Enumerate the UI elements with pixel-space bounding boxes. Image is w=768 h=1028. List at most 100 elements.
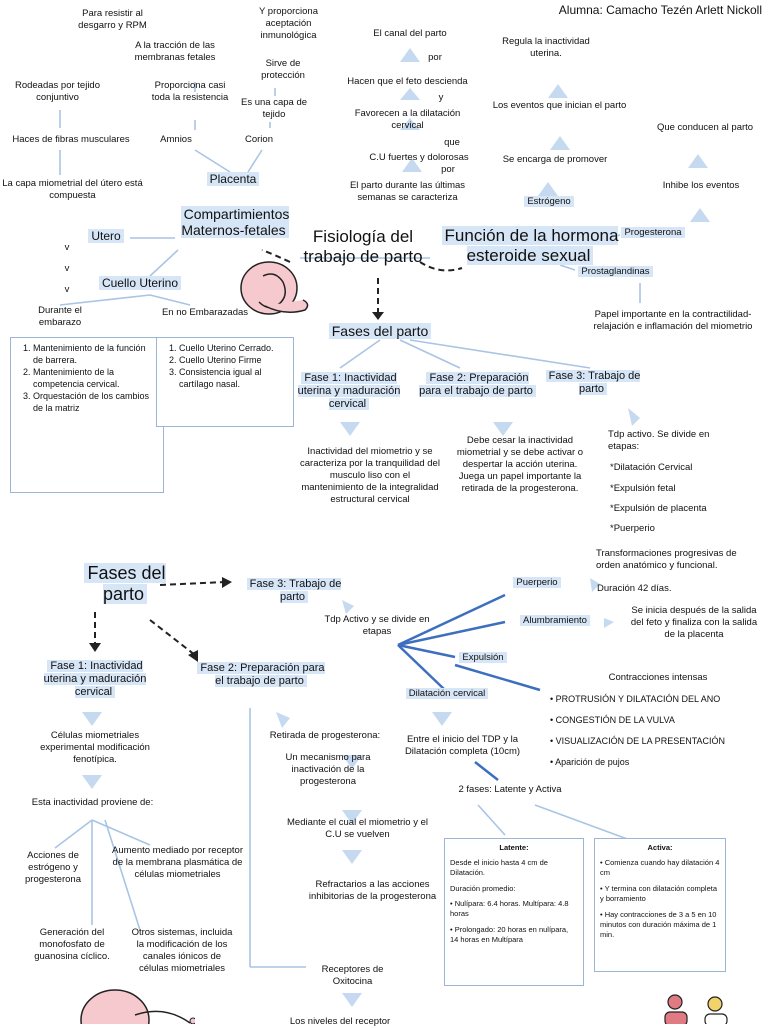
estrogeno-desc-2: Los eventos que inician el parto bbox=[492, 100, 627, 111]
alumbramiento-node: Alumbramiento bbox=[520, 615, 590, 626]
funcion-title: Función de la hormona esteroide sexual bbox=[441, 226, 619, 265]
parto-por-2: por bbox=[428, 52, 442, 63]
fase3-top: Fase 3: Trabajo de parto bbox=[545, 370, 641, 395]
latente-desc-2: Duración promedio: bbox=[450, 884, 516, 893]
fases-title-top: Fases del parto bbox=[328, 323, 432, 339]
parto-chain-5: El canal del parto bbox=[373, 28, 447, 39]
estrogeno-desc-1: Se encarga de promover bbox=[502, 154, 608, 165]
amnios-desc-2: A la tracción de las membranas fetales bbox=[134, 40, 216, 63]
amnios-desc-1: Proporciona casi toda la resistencia bbox=[151, 80, 229, 103]
fase2-bottom-desc-2: Un mecanismo para inactivación de la pro… bbox=[285, 752, 371, 787]
dilatacion-desc-2: 2 fases: Latente y Activa bbox=[458, 784, 562, 795]
latente-desc-1: Desde el inicio hasta 4 cm de Dilatación… bbox=[450, 858, 548, 877]
fases-title-bottom: Fases del parto bbox=[84, 563, 166, 604]
parto-chain-2: C.U fuertes y dolorosas bbox=[369, 152, 469, 163]
corion-desc-3: Y proporciona aceptación inmunológica bbox=[259, 6, 318, 41]
fase2-bottom-desc-6: Los niveles del receptor bbox=[289, 1016, 391, 1027]
amnios-node: Amnios bbox=[160, 134, 192, 145]
v-mark-3: v bbox=[64, 284, 70, 295]
latente-box: Latente: Desde el inicio hasta 4 cm de D… bbox=[444, 838, 584, 986]
progesterona-desc-1: Inhibe los eventos bbox=[662, 180, 740, 191]
fase1-top-desc: Inactividad del miometrio y se caracteri… bbox=[300, 446, 440, 505]
no-embarazadas-list: Cuello Uterino Cerrado. Cuello Uterino F… bbox=[163, 342, 287, 390]
dilatacion-desc-1: Entre el inicio del TDP y la Dilatación … bbox=[404, 734, 521, 757]
alumbramiento-desc: Se inicia después de la salida del feto … bbox=[630, 605, 758, 640]
fase2-bottom-desc-3: Mediante el cual el miometrio y el C.U s… bbox=[287, 817, 428, 840]
fase1-bottom-desc-3: Acciones de estrógeno y progesterona bbox=[25, 850, 81, 885]
fase3-item: *Dilatación Cervical bbox=[610, 462, 693, 473]
expulsion-item-text: Aparición de pujos bbox=[555, 757, 630, 767]
corion-desc-1: Es una capa de tejido bbox=[240, 97, 308, 120]
fase1-bottom: Fase 1: Inactividad uterina y maduración… bbox=[43, 660, 147, 698]
durante-list: Mantenimiento de la función de barrera. … bbox=[17, 342, 157, 414]
prostaglandinas-node: Prostaglandinas bbox=[578, 266, 653, 277]
fase1-bottom-desc-6: Otros sistemas, incluida la modificación… bbox=[131, 927, 233, 974]
fase2-top: Fase 2: Preparación para el trabajo de p… bbox=[419, 372, 536, 397]
expulsion-node: Expulsión bbox=[459, 652, 507, 663]
fase2-bottom-desc-4: Refractarios a las acciones inhibitorias… bbox=[308, 879, 437, 902]
fase2-top-desc: Debe cesar la inactividad miometrial y s… bbox=[456, 435, 584, 494]
durante-item: Mantenimiento de la competencia cervical… bbox=[33, 366, 157, 390]
expulsion-item-text: CONGESTIÓN DE LA VULVA bbox=[555, 715, 675, 725]
expulsion-desc: Contracciones intensas bbox=[608, 672, 708, 683]
parto-chain-4: Hacen que el feto descienda bbox=[347, 76, 468, 87]
fase2-bottom-desc-1: Retirada de progesterona: bbox=[269, 730, 381, 741]
activa-desc-3: • Hay contracciones de 3 a 5 en 10 minut… bbox=[600, 910, 717, 939]
latente-desc-4: • Prolongado: 20 horas en nulípara, 14 h… bbox=[450, 925, 569, 944]
fase1-top: Fase 1: Inactividad uterina y maduración… bbox=[297, 372, 401, 410]
puerperio-node: Puerperio bbox=[513, 577, 561, 588]
utero-desc-1: La capa miometrial del útero está compue… bbox=[2, 178, 143, 201]
fase1-bottom-desc-1: Células miometriales experimental modifi… bbox=[40, 730, 150, 765]
parto-por-1: por bbox=[441, 164, 455, 175]
expulsion-item: • VISUALIZACIÓN DE LA PRESENTACIÓN bbox=[550, 736, 726, 746]
estrogeno-node: Estrógeno bbox=[524, 196, 574, 207]
fase3-top-desc: Tdp activo. Se divide en etapas: bbox=[608, 429, 710, 452]
no-embarazadas-box: Cuello Uterino Cerrado. Cuello Uterino F… bbox=[156, 337, 294, 427]
fase3-item: *Expulsión de placenta bbox=[610, 503, 707, 514]
utero-desc-2: Haces de fibras musculares bbox=[12, 134, 130, 145]
dilatacion-node: Dilatación cervical bbox=[405, 688, 489, 699]
family-illustration bbox=[664, 994, 728, 1024]
fase1-bottom-desc-5: Generación del monofosfato de guanosina … bbox=[34, 927, 110, 962]
progesterona-node: Progesterona bbox=[621, 227, 685, 238]
compartimientos-title: Compartimientos Maternos-fetales bbox=[180, 206, 290, 238]
fase3-item: *Puerperio bbox=[610, 523, 655, 534]
utero-node: Utero bbox=[88, 229, 124, 243]
activa-desc-1: • Comienza cuando hay dilatación 4 cm bbox=[600, 858, 720, 877]
parto-chain-1: El parto durante las últimas semanas se … bbox=[349, 180, 466, 203]
activa-box: Activa: • Comienza cuando hay dilatación… bbox=[594, 838, 726, 972]
expulsion-item: • CONGESTIÓN DE LA VULVA bbox=[550, 715, 675, 725]
expulsion-item: • Aparición de pujos bbox=[550, 757, 630, 767]
latente-desc-3: • Nulípara: 6.4 horas. Multípara: 4.8 ho… bbox=[450, 899, 569, 918]
baby-head-illustration bbox=[80, 989, 195, 1024]
progesterona-desc-2: Que conducen al parto bbox=[656, 122, 754, 133]
puerperio-desc-2: Duración 42 días. bbox=[597, 583, 672, 594]
estrogeno-desc-3: Regula la inactividad uterina. bbox=[502, 36, 590, 59]
fase2-bottom-desc-5: Receptores de Oxitocina bbox=[321, 964, 384, 987]
durante-item: Orquestación de los cambios de la matriz bbox=[33, 390, 157, 414]
durante-item: Mantenimiento de la función de barrera. bbox=[33, 342, 157, 366]
corion-node: Corion bbox=[245, 134, 273, 145]
amnios-desc-3: Para resistir al desgarro y RPM bbox=[78, 8, 147, 31]
no-emb-item: Cuello Uterino Cerrado. bbox=[179, 342, 287, 354]
fase3-item: *Expulsión fetal bbox=[610, 483, 676, 494]
latente-title: Latente: bbox=[499, 843, 529, 852]
parto-que: que bbox=[444, 137, 460, 148]
no-emb-item: Consistencia igual al cartílago nasal. bbox=[179, 366, 287, 390]
v-mark-1: v bbox=[64, 242, 70, 253]
cuello-node: Cuello Uterino bbox=[98, 276, 182, 290]
parto-chain-3: Favorecen a la dilatación cervical bbox=[354, 108, 461, 131]
expulsion-item-text: PROTRUSIÓN Y DILATACIÓN DEL ANO bbox=[555, 694, 721, 704]
placenta-node: Placenta bbox=[206, 172, 260, 186]
v-mark-2: v bbox=[64, 263, 70, 274]
fase2-bottom: Fase 2: Preparación para el trabajo de p… bbox=[197, 662, 325, 687]
durante-label: Durante el embarazo bbox=[38, 305, 82, 328]
fase3-bottom-desc: Tdp Activo y se divide en etapas bbox=[324, 614, 430, 637]
corion-desc-2: Sirve de protección bbox=[261, 58, 305, 81]
fase1-bottom-desc-2: Esta inactividad proviene de: bbox=[31, 797, 154, 808]
central-title: Fisiología del trabajo de parto bbox=[303, 227, 423, 266]
fase1-bottom-desc-4: Aumento mediado por receptor de la membr… bbox=[112, 845, 243, 880]
expulsion-item-text: VISUALIZACIÓN DE LA PRESENTACIÓN bbox=[555, 736, 726, 746]
utero-desc-3: Rodeadas por tejido conjuntivo bbox=[14, 80, 101, 103]
